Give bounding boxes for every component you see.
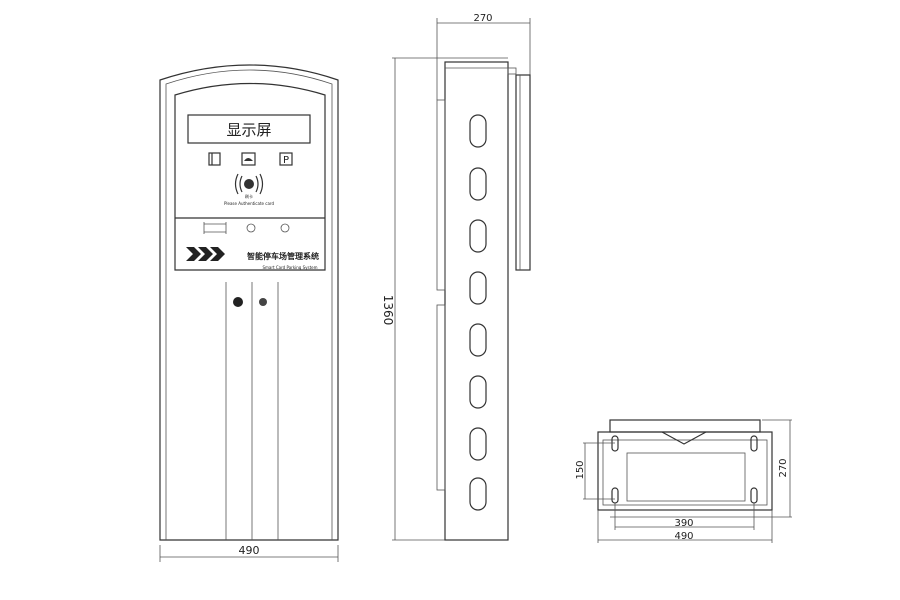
indicator-light-1 <box>246 223 256 233</box>
vent-slot <box>469 375 487 409</box>
back-strip-lower <box>436 304 446 491</box>
plan-hole-span-dim: 390 <box>674 518 693 529</box>
mount-hole <box>750 435 758 452</box>
plan-width-dim: 490 <box>674 531 693 542</box>
v-notch <box>661 431 707 445</box>
side-body <box>444 61 509 541</box>
vent-slot <box>469 477 487 511</box>
intercom-grille-icon <box>203 222 227 234</box>
system-name-en: Smart Card Parking System <box>262 265 317 270</box>
base-plate <box>597 431 773 511</box>
ticket-icon-mark <box>244 158 253 161</box>
mount-hole <box>611 435 619 452</box>
top-lip <box>609 419 761 433</box>
indicator-light-2 <box>280 223 290 233</box>
plan-depth-dim: 270 <box>778 458 789 477</box>
vent-slot <box>469 167 487 201</box>
mount-hole <box>611 487 619 504</box>
front-panel <box>174 82 326 271</box>
mount-hole <box>750 487 758 504</box>
plan-view: 150 270 390 490 <box>575 419 792 543</box>
top-bracket <box>507 67 517 75</box>
vent-slot <box>469 271 487 305</box>
plan-hole-spacing-dim: 150 <box>575 460 586 479</box>
vent-slot <box>469 219 487 253</box>
base-inner-outline <box>602 439 768 506</box>
vent-slots <box>469 114 487 511</box>
display-label: 显示屏 <box>226 121 271 139</box>
front-view: 显示屏 P 刷卡 Please Authenticate card 智能停车场管… <box>159 64 339 562</box>
center-opening <box>626 452 746 502</box>
vent-slot <box>469 114 487 148</box>
card-prompt-en: Please Authenticate card <box>224 201 274 206</box>
front-width-dim: 490 <box>239 544 260 557</box>
system-name-cn: 智能停车场管理系统 <box>247 251 319 261</box>
speaker-icon <box>259 298 267 306</box>
parking-icon-letter: P <box>283 155 289 166</box>
card-reader-icon <box>234 173 264 195</box>
lock-icon <box>233 297 243 307</box>
back-strip-upper <box>436 99 446 291</box>
front-body-outline <box>159 64 339 541</box>
vent-slot <box>469 427 487 461</box>
card-slot-icon <box>208 152 221 166</box>
chevron-arrows-icon <box>186 247 225 261</box>
parking-icon <box>279 152 293 166</box>
front-panel-profile <box>515 74 531 271</box>
front-body-inner-outline <box>165 69 333 540</box>
vent-slot <box>469 323 487 357</box>
side-depth-dim: 270 <box>473 13 492 24</box>
side-height-dim: 1360 <box>381 295 395 326</box>
ticket-icon <box>241 152 256 166</box>
display-screen <box>187 114 311 144</box>
card-prompt-cn: 刷卡 <box>245 193 253 199</box>
side-view: 270 1360 <box>381 13 531 541</box>
